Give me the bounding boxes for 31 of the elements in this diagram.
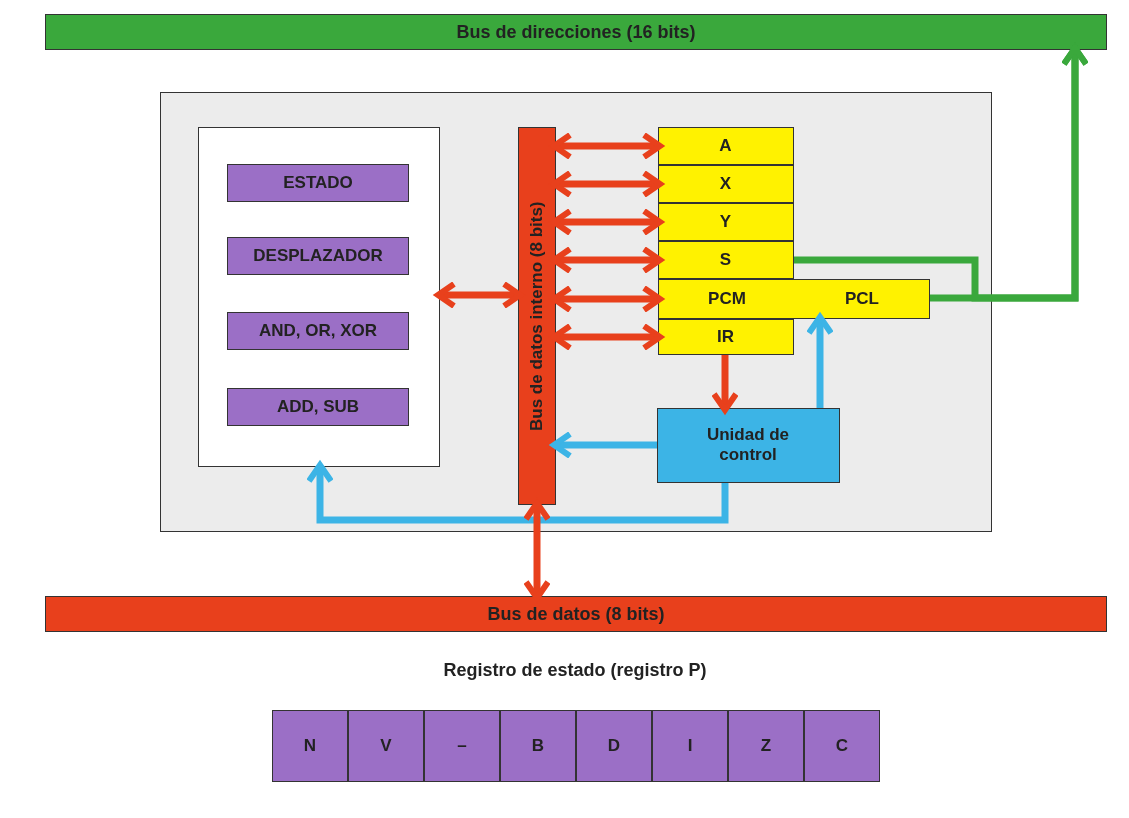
register-box: S — [657, 240, 794, 279]
status-flag-cell: C — [804, 710, 880, 782]
register-box: IR — [657, 318, 794, 355]
status-flag-cell: N — [272, 710, 348, 782]
status-flag-cell: – — [424, 710, 500, 782]
arrow — [711, 355, 739, 413]
address-bus-bar: Bus de direcciones (16 bits) — [45, 14, 1107, 50]
register-name: PCM — [708, 288, 746, 309]
alu-panel — [197, 126, 440, 467]
arrow — [806, 314, 834, 408]
heading-text: Registro de estado (registro P) — [442, 660, 708, 681]
control-unit-box: Unidad de control — [656, 407, 840, 483]
alu-unit-box: DESPLAZADOR — [227, 237, 409, 275]
alu-unit-box: ESTADO — [227, 164, 409, 202]
status-flag-cell: B — [500, 710, 576, 782]
register-box: Y — [657, 202, 794, 241]
status-flag-cell: D — [576, 710, 652, 782]
internal-bus-bar: Bus de datos interno (8 bits) — [517, 126, 556, 505]
arrow — [306, 462, 729, 524]
register-box: X — [657, 164, 794, 203]
arrow — [551, 431, 657, 459]
status-flag-cell: I — [652, 710, 728, 782]
data-bus-bar: Bus de datos (8 bits) — [45, 596, 1107, 632]
register-box: A — [657, 126, 794, 165]
status-flag-cell: Z — [728, 710, 804, 782]
register-name: PCL — [844, 288, 879, 309]
cpu-panel — [160, 92, 992, 532]
status-flag-cell: V — [348, 710, 424, 782]
register-box — [657, 278, 930, 319]
alu-unit-box: ADD, SUB — [227, 388, 409, 426]
alu-unit-box: AND, OR, XOR — [227, 312, 409, 350]
